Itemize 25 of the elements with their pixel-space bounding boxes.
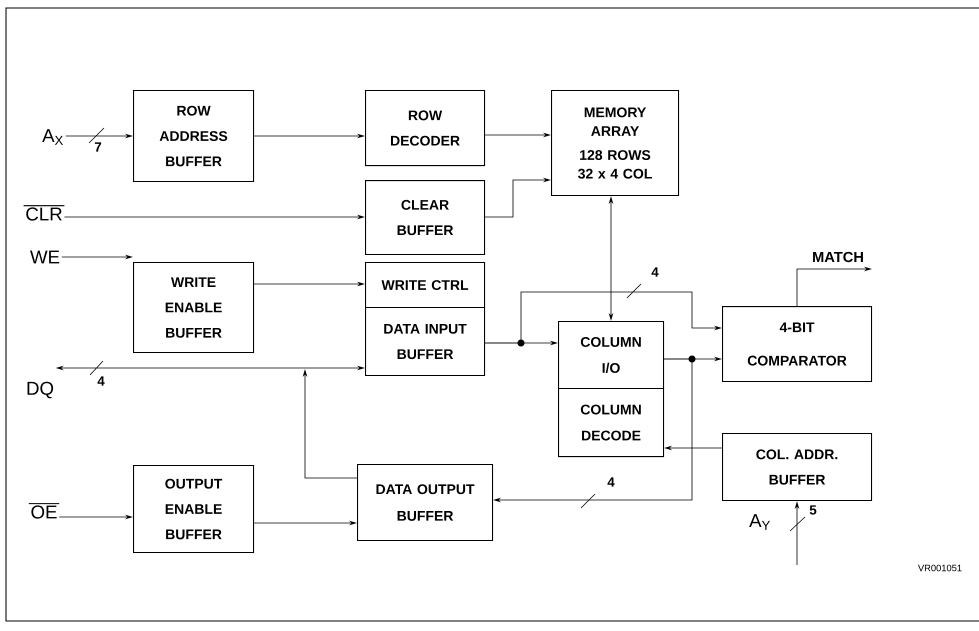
pin-label: A$_{X}$ <box>42 129 63 145</box>
pin-label: DQ <box>28 382 54 398</box>
function-block: COLUMN DECODE <box>558 388 664 458</box>
bus-width-label: 4 <box>650 266 660 278</box>
pin-label: OE <box>28 503 60 519</box>
function-block: OUTPUT ENABLE BUFFER <box>133 465 254 554</box>
function-block: WRITE CTRL <box>365 262 486 308</box>
bus-width-label: 5 <box>808 504 818 516</box>
pin-label: CLR <box>24 205 64 221</box>
signal-label: MATCH <box>810 250 866 264</box>
function-block: ROW ADDRESS BUFFER <box>133 90 254 182</box>
bus-width-label: 4 <box>96 375 106 387</box>
function-block: WRITE ENABLE BUFFER <box>133 262 254 354</box>
function-block: COL. ADDR. BUFFER <box>722 433 872 502</box>
function-block: DATA INPUT BUFFER <box>365 307 486 376</box>
function-block: 4-BIT COMPARATOR <box>722 306 872 382</box>
bus-width-label: 4 <box>606 476 616 488</box>
bus-width-label: 7 <box>92 141 104 153</box>
function-block: COLUMN I/O <box>558 321 664 390</box>
function-block: DATA OUTPUT BUFFER <box>357 464 494 542</box>
pin-label: WE <box>30 250 60 264</box>
function-block: MEMORY ARRAY 128 ROWS 32 x 4 COL <box>551 90 680 196</box>
function-block: CLEAR BUFFER <box>365 180 486 256</box>
function-block: ROW DECODER <box>365 90 486 166</box>
figure-code: VR001051 <box>918 564 962 572</box>
